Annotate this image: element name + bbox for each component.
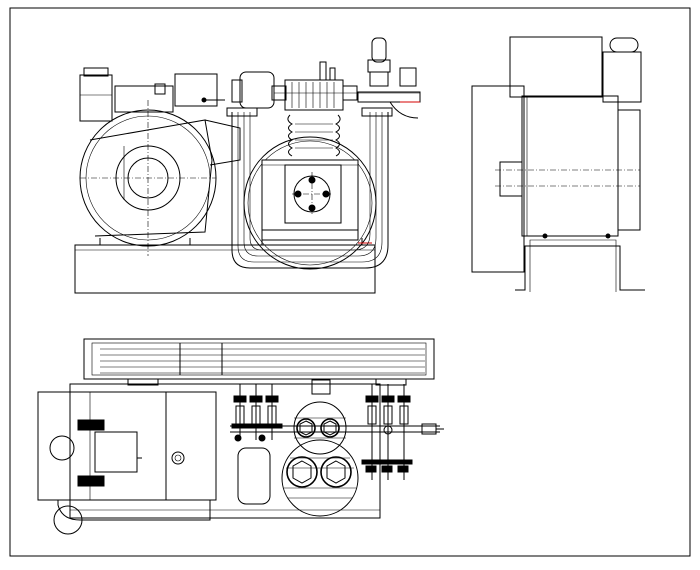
side-view <box>471 36 645 292</box>
side-air-filter <box>602 51 642 103</box>
compressor-body <box>243 136 377 270</box>
top-view <box>37 338 444 535</box>
side-base-frame <box>515 245 645 291</box>
drawing-frame <box>9 7 691 557</box>
side-top-tank <box>509 36 603 98</box>
safety-valve <box>357 37 421 119</box>
cylinder-fins <box>284 61 344 157</box>
side-belt-guard <box>471 85 525 273</box>
top-valves-left <box>231 384 283 442</box>
top-receiver <box>237 447 271 505</box>
top-motor <box>37 391 217 535</box>
side-motor-housing <box>521 95 619 237</box>
front-view <box>74 37 421 294</box>
motor-terminal-box <box>79 67 225 122</box>
top-compressor-heads <box>281 379 359 517</box>
top-base-frame <box>69 383 381 519</box>
cylinder-head <box>231 71 420 109</box>
top-valves-right <box>361 384 413 480</box>
top-cooler <box>83 338 435 386</box>
intercooler-tubes <box>226 107 393 269</box>
electric-motor <box>79 100 241 256</box>
